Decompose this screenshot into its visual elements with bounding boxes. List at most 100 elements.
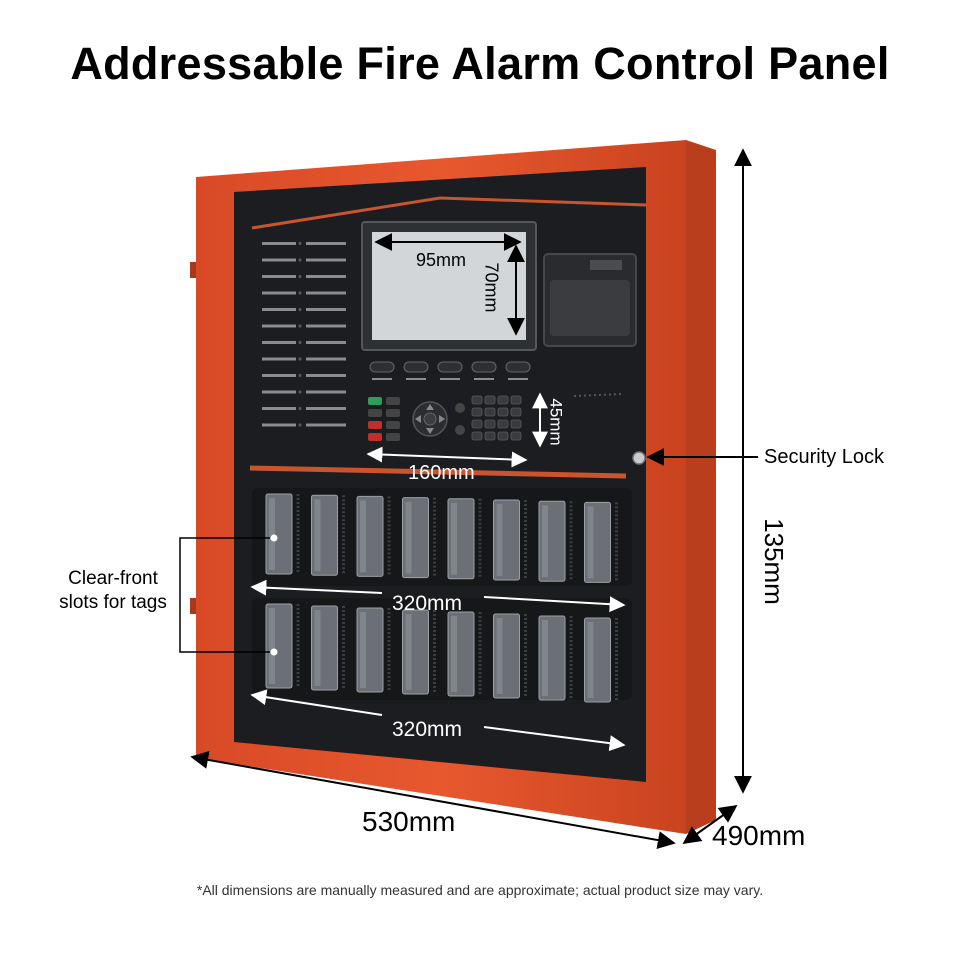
speaker-grille bbox=[573, 393, 623, 397]
keypad-key[interactable] bbox=[510, 431, 522, 441]
aux-button-2[interactable] bbox=[455, 425, 465, 435]
keypad-height-label: 45mm bbox=[546, 398, 566, 446]
numeric-keypad[interactable] bbox=[471, 395, 522, 441]
led-label-left bbox=[262, 308, 296, 311]
keypad-key[interactable] bbox=[471, 431, 483, 441]
lcd-screen bbox=[372, 232, 526, 340]
slot-row-1-arrow-right bbox=[483, 596, 626, 613]
function-keys[interactable] bbox=[369, 361, 531, 380]
clear-front-label-line1: Clear-front bbox=[68, 568, 158, 589]
slot-row-1-width-label: 320mm bbox=[392, 592, 463, 615]
function-key-label bbox=[508, 378, 528, 380]
tag-slot-glare bbox=[360, 500, 366, 573]
led-dot bbox=[298, 258, 302, 262]
security-lock-icon[interactable] bbox=[632, 451, 646, 465]
tag-slot-marker-1 bbox=[270, 534, 278, 542]
tag-slot-glare bbox=[405, 501, 412, 574]
led-dot bbox=[298, 274, 302, 279]
function-key[interactable] bbox=[505, 361, 531, 373]
led-dot bbox=[298, 406, 302, 411]
led-label-right bbox=[306, 291, 346, 295]
led-label-left bbox=[262, 407, 296, 410]
keypad-key[interactable] bbox=[471, 407, 483, 417]
led-label-right bbox=[306, 242, 346, 245]
function-key-label bbox=[372, 378, 392, 380]
screen-width-label: 95mm bbox=[416, 250, 467, 270]
led-label-right bbox=[306, 423, 346, 427]
aux-button-1[interactable] bbox=[455, 403, 465, 413]
keypad-key[interactable] bbox=[510, 407, 522, 417]
keypad-key[interactable] bbox=[484, 395, 496, 405]
tag-slot-glare bbox=[587, 506, 594, 579]
keypad-key[interactable] bbox=[471, 395, 483, 405]
keypad-key[interactable] bbox=[497, 419, 509, 429]
slot-row-background bbox=[252, 598, 632, 700]
clear-front-label-line2: slots for tags bbox=[59, 592, 167, 613]
led-indicator-labels bbox=[262, 241, 346, 427]
tag-slot-glare bbox=[451, 616, 457, 692]
slot-row-2-arrow-right bbox=[483, 726, 626, 752]
tag-slots-bracket bbox=[179, 537, 270, 653]
panel-separator bbox=[249, 465, 627, 479]
led-dot bbox=[298, 423, 302, 427]
keypad-key[interactable] bbox=[497, 431, 509, 441]
tag-slot-glare bbox=[405, 614, 412, 690]
screen-height-label: 70mm bbox=[481, 262, 502, 313]
accent-chevron bbox=[251, 196, 647, 230]
tag-slot-glare bbox=[542, 505, 548, 578]
keypad-key[interactable] bbox=[484, 419, 496, 429]
led-label-left bbox=[262, 374, 296, 377]
keypad-key[interactable] bbox=[510, 395, 522, 405]
tag-slot-glare bbox=[451, 502, 457, 575]
led-label-left bbox=[262, 242, 296, 245]
led-label-right bbox=[306, 341, 346, 344]
function-key-label bbox=[474, 378, 494, 380]
slot-row-background bbox=[252, 488, 632, 586]
led-label-left bbox=[262, 341, 296, 344]
led-label-right bbox=[306, 308, 346, 311]
led-label-left bbox=[262, 390, 296, 394]
led-label-left bbox=[262, 324, 296, 328]
hinge-top bbox=[190, 262, 196, 278]
tag-slot-glare bbox=[360, 612, 366, 688]
keypad-key[interactable] bbox=[471, 419, 483, 429]
led-dot bbox=[298, 357, 302, 361]
control-keys[interactable] bbox=[368, 397, 400, 441]
led-dot bbox=[298, 340, 302, 345]
led-dot bbox=[298, 291, 302, 295]
keypad-key[interactable] bbox=[484, 431, 496, 441]
led-label-left bbox=[262, 258, 296, 262]
function-key[interactable] bbox=[403, 361, 429, 373]
keypad-key[interactable] bbox=[497, 407, 509, 417]
keypad-key[interactable] bbox=[510, 419, 522, 429]
led-dot bbox=[298, 307, 302, 312]
tag-slot-glare bbox=[496, 618, 503, 694]
navigation-pad[interactable] bbox=[412, 401, 448, 437]
led-label-left bbox=[262, 291, 296, 295]
tag-slot-marker-2 bbox=[270, 648, 278, 656]
slot-row-2-arrow-left bbox=[250, 689, 383, 716]
led-label-right bbox=[306, 275, 346, 278]
function-key[interactable] bbox=[471, 361, 497, 373]
led-label-left bbox=[262, 357, 296, 361]
led-dot bbox=[298, 390, 302, 394]
panel-depth-label: 490mm bbox=[712, 820, 806, 851]
function-key-label bbox=[406, 378, 426, 380]
panel-width-label: 530mm bbox=[362, 806, 456, 837]
page-title: Addressable Fire Alarm Control Panel bbox=[70, 38, 890, 89]
panel-height-label: 135mm bbox=[758, 518, 789, 605]
keypad-width-arrow bbox=[366, 446, 528, 468]
led-dot bbox=[298, 241, 302, 246]
function-key[interactable] bbox=[437, 361, 463, 373]
tag-slot-glare bbox=[496, 504, 503, 576]
function-key[interactable] bbox=[369, 361, 395, 373]
led-label-right bbox=[306, 357, 346, 361]
led-dot bbox=[298, 324, 302, 328]
led-label-right bbox=[306, 390, 346, 394]
led-dot bbox=[298, 373, 302, 378]
led-label-left bbox=[262, 275, 296, 278]
printer-paper-exit bbox=[590, 260, 622, 270]
keypad-key[interactable] bbox=[484, 407, 496, 417]
keypad-key[interactable] bbox=[497, 395, 509, 405]
footnote: *All dimensions are manually measured an… bbox=[196, 882, 764, 898]
